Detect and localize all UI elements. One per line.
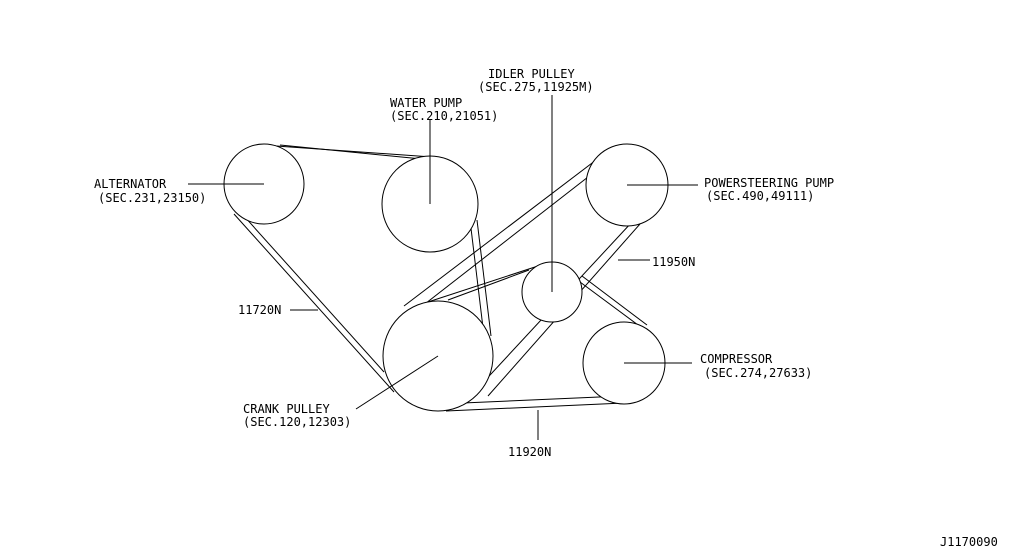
compressor-sec-label: (SEC.274,27633) [704, 366, 812, 380]
water-pump-sec-label: (SEC.210,21051) [390, 109, 498, 123]
diagram-id: J1170090 [940, 535, 998, 549]
belt-11720n-label: 11720N [238, 303, 281, 317]
compressor-label: COMPRESSOR [700, 352, 773, 366]
leader-lines [188, 95, 698, 440]
idler-pulley-label: IDLER PULLEY [488, 67, 575, 81]
powersteering-pump-sec-label: (SEC.490,49111) [706, 189, 814, 203]
belt-11720n [225, 144, 492, 393]
belt-11920n-label: 11920N [508, 445, 551, 459]
belt-11950n-label: 11950N [652, 255, 695, 269]
crank-pulley-label: CRANK PULLEY [243, 402, 330, 416]
water-pump-label: WATER PUMP [390, 96, 462, 110]
belt-11920n [427, 265, 648, 412]
crank-pulley-sec-label: (SEC.120,12303) [243, 415, 351, 429]
idler-pulley-sec-label: (SEC.275,11925M) [478, 80, 594, 94]
alternator-sec-label: (SEC.231,23150) [98, 191, 206, 205]
alternator-label: ALTERNATOR [94, 177, 167, 191]
powersteering-pump-label: POWERSTEERING PUMP [704, 176, 834, 190]
